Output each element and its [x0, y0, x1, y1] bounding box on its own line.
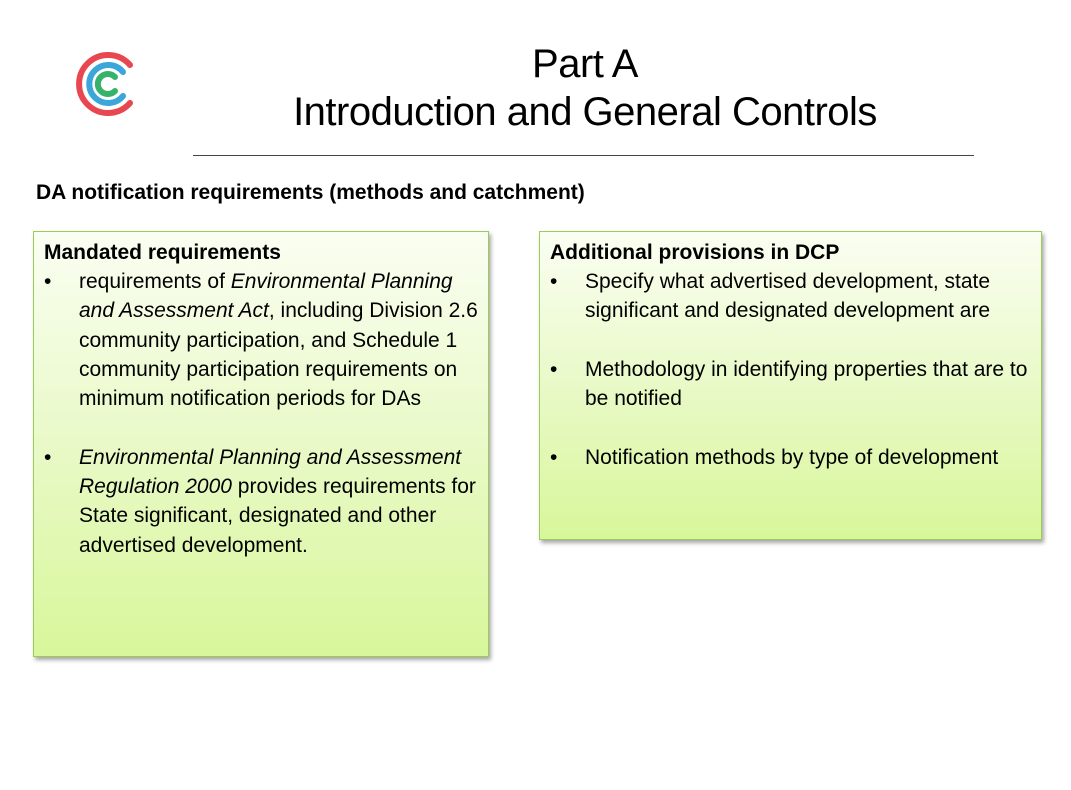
- mandated-requirements-list: • requirements of Environmental Planning…: [44, 267, 478, 560]
- page-title: Part A Introduction and General Controls: [195, 40, 975, 136]
- mandated-requirements-heading: Mandated requirements: [44, 241, 281, 264]
- council-logo: [76, 52, 133, 116]
- item-text: Notification methods by type of developm…: [585, 445, 999, 469]
- list-item: • Environmental Planning and Assessment …: [44, 443, 478, 560]
- bullet-icon: •: [550, 357, 558, 381]
- additional-provisions-box: Additional provisions in DCP • Specify w…: [539, 231, 1042, 540]
- list-item: • Methodology in identifying properties …: [550, 355, 1031, 414]
- list-item: • Specify what advertised development, s…: [550, 267, 1031, 326]
- title-line-2: Introduction and General Controls: [293, 90, 877, 134]
- item-text-post: , including Division 2.6 community parti…: [79, 299, 478, 411]
- item-text-italic: Environmental Planning and Assessment Re…: [79, 445, 462, 499]
- item-text: Methodology in identifying properties th…: [585, 357, 1028, 411]
- bullet-icon: •: [44, 445, 52, 469]
- additional-provisions-heading: Additional provisions in DCP: [550, 241, 840, 264]
- list-item: • Notification methods by type of develo…: [550, 443, 1031, 472]
- bullet-icon: •: [550, 270, 558, 293]
- item-text-pre: requirements of: [79, 270, 231, 293]
- additional-provisions-list: • Specify what advertised development, s…: [550, 267, 1031, 472]
- list-item: • requirements of Environmental Planning…: [44, 267, 478, 413]
- item-text-post: provides requirements for State signific…: [79, 475, 476, 557]
- bullet-icon: •: [44, 270, 52, 293]
- section-heading: DA notification requirements (methods an…: [36, 181, 585, 204]
- title-divider: [193, 155, 974, 156]
- title-line-1: Part A: [532, 42, 638, 86]
- item-text: Specify what advertised development, sta…: [585, 270, 991, 323]
- mandated-requirements-box: Mandated requirements • requirements of …: [33, 231, 489, 657]
- item-text-italic: Environmental Planning and Assessment Ac…: [79, 270, 453, 323]
- bullet-icon: •: [550, 445, 558, 469]
